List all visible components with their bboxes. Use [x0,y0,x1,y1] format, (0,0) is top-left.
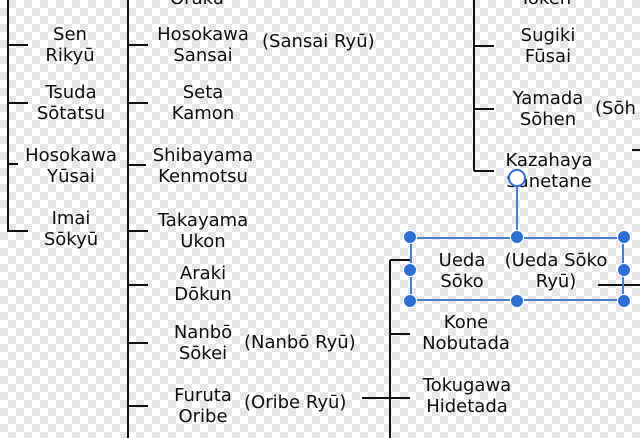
node-line-1: Araki [179,263,227,284]
school-label-sansai: (Sansai Ryū) [262,31,375,52]
node-line-1: Sen [53,24,87,45]
node-line-2: Sōko [440,271,484,292]
node-line-2: Sōkei [178,343,228,364]
resize-handle-bottom-left[interactable] [403,294,417,308]
node-line-2: Kenmotsu [158,166,248,187]
node-line-1: Sugiki [520,25,576,46]
school-label-nanbo: (Nanbō Ryū) [244,332,356,353]
selection-box[interactable] [410,237,624,301]
node-line-2: Hidetada [426,396,508,417]
resize-handle-top-right[interactable] [617,230,631,244]
node-line-1: Hosokawa [25,145,117,166]
node-furuta-oribe[interactable]: Furuta Oribe [166,385,240,427]
node-line-2: Sanetane [506,171,592,192]
school-label-oribe: (Oribe Ryū) [244,392,347,413]
node-line-1: Seta [182,82,224,103]
node-line-1: Furuta [174,385,232,406]
resize-handle-bottom[interactable] [510,294,524,308]
node-oraku[interactable]: Oraku [170,0,224,9]
node-tokeh[interactable]: Tokeh [520,0,571,9]
node-line-1: Nanbō [173,322,233,343]
node-sen-rikyu[interactable]: Sen Rikyū [40,24,100,66]
node-line-2: Oribe [178,406,228,427]
node-tokugawa-hidetada[interactable]: Tokugawa Hidetada [412,375,522,417]
node-line-1: Tsuda [45,82,97,103]
resize-handle-left[interactable] [403,263,417,277]
rotate-handle[interactable] [508,169,526,187]
node-imai-sokyu[interactable]: Imai Sōkyū [36,208,106,250]
node-tokeh-text: Tokeh [520,0,571,9]
node-hosokawa-yusai[interactable]: Hosokawa Yūsai [18,145,124,187]
node-line-2: Rikyū [45,45,95,66]
node-line-1: Kazahaya [505,150,593,171]
node-oraku-text: Oraku [170,0,224,9]
node-hosokawa-sansai[interactable]: Hosokawa Sansai [148,24,258,66]
node-sugiki-fusai[interactable]: Sugiki Fūsai [508,25,588,67]
school-label-yamada: (Sōh [595,98,636,119]
node-nanbo-sokei[interactable]: Nanbō Sōkei [166,322,240,364]
node-tsuda-sotatsu[interactable]: Tsuda Sōtatsu [28,82,114,124]
node-line-1: Tokugawa [422,375,512,396]
node-line-1: Shibayama [152,145,254,166]
node-line-1: Kone [443,312,489,333]
resize-handle-top[interactable] [510,230,524,244]
node-line-1: Yamada [512,88,584,109]
node-line-2: Kamon [171,103,235,124]
resize-handle-bottom-right[interactable] [617,294,631,308]
node-yamada-sohen[interactable]: Yamada Sōhen [504,88,592,130]
resize-handle-top-left[interactable] [403,230,417,244]
node-line-2: Sōkyū [43,229,99,250]
node-line-1: Takayama [157,210,249,231]
node-line-2: Nobutada [422,333,510,354]
node-line-2: Sansai [173,45,233,66]
node-line-2: Sōhen [519,109,577,130]
node-line-2: Sōtatsu [36,103,106,124]
node-line-2: Yūsai [47,166,95,187]
node-araki-dokun[interactable]: Araki Dōkun [166,263,240,305]
node-line-2: Ryū) [535,271,577,292]
node-line-1: Hosokawa [157,24,249,45]
node-seta-kamon[interactable]: Seta Kamon [164,82,242,124]
node-line-2: Fūsai [524,46,572,67]
node-ueda-soko[interactable]: Ueda Sōko [432,250,492,292]
school-label-ueda: (Ueda Sōko Ryū) [496,250,616,292]
node-line-2: Ukon [180,231,226,252]
node-kazahaya-sanetane[interactable]: Kazahaya Sanetane [500,150,598,192]
node-line-2: Dōkun [174,284,232,305]
resize-handle-right[interactable] [617,263,631,277]
node-line-1: Imai [51,208,91,229]
node-kone-nobutada[interactable]: Kone Nobutada [414,312,518,354]
node-line-1: Ueda [438,250,486,271]
node-takayama-ukon[interactable]: Takayama Ukon [148,210,258,252]
node-line-1: (Ueda Sōko [504,250,608,271]
rotation-stem [516,186,518,238]
node-shibayama-kenmotsu[interactable]: Shibayama Kenmotsu [146,145,260,187]
